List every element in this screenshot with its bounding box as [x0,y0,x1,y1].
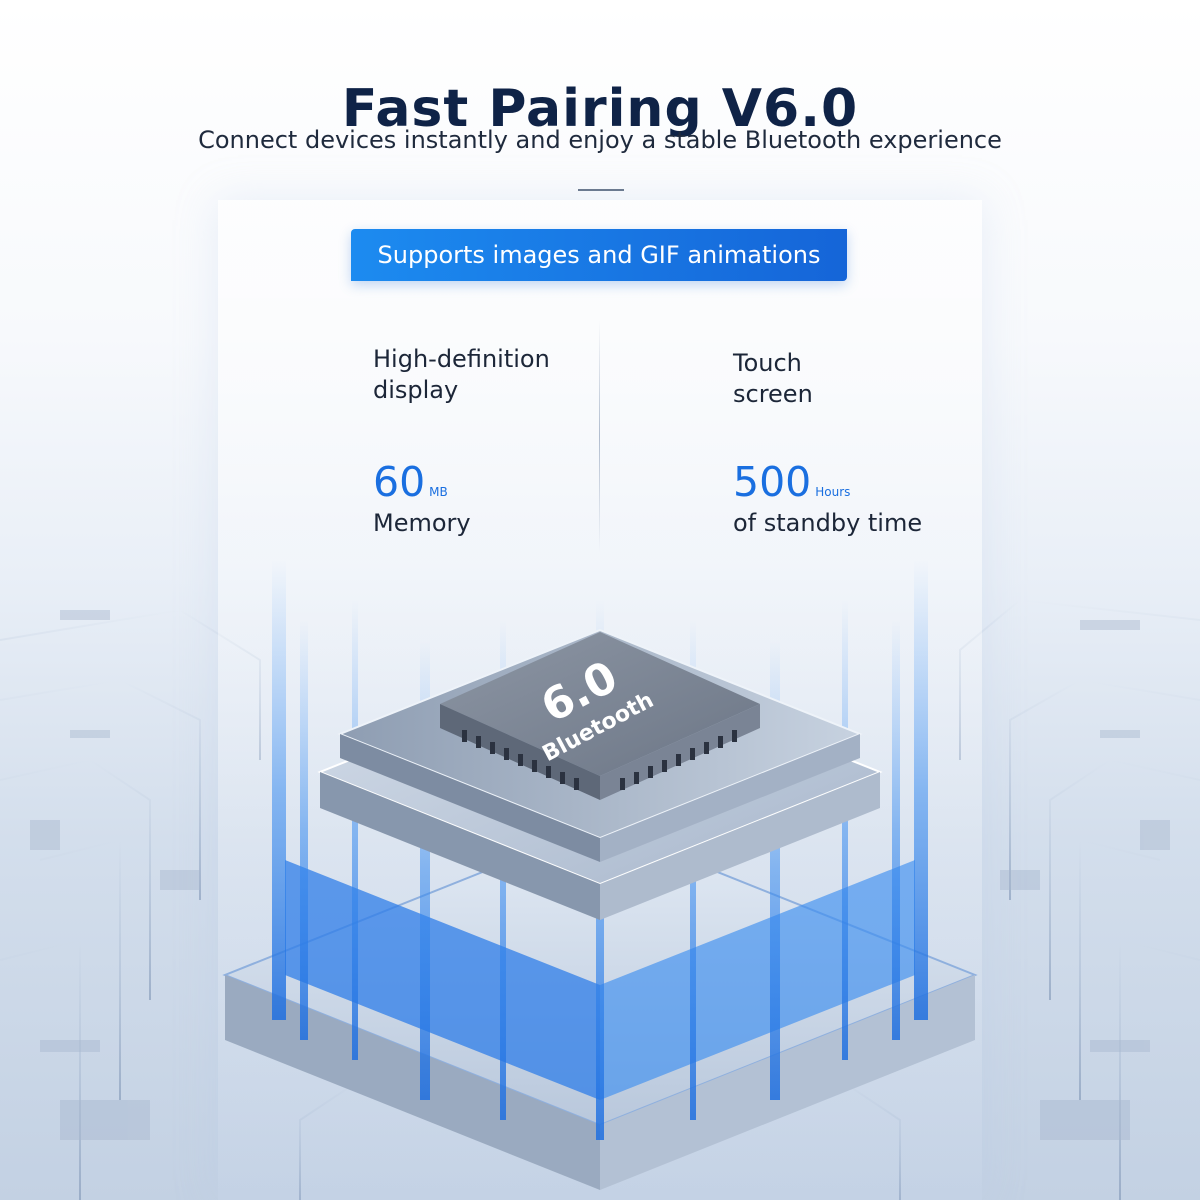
feature-hd-display-line2: display [373,376,459,404]
glow-block-right [600,860,915,1100]
feature-badge: Supports images and GIF animations [351,229,847,281]
chip-die-right [600,704,760,800]
chip-plate-right [600,772,880,920]
glow-block-left [285,860,600,1100]
base-slab-right [600,975,975,1190]
feature-touch-screen-line2: screen [733,380,813,408]
feature-touch-screen: Touch screen [733,348,933,410]
stat-standby-value: 500 [733,458,812,506]
feature-hd-display: High-definition display [373,344,593,406]
feature-touch-screen-line1: Touch [733,349,802,377]
title-divider [578,189,624,191]
page-title: Fast Pairing V6.0 [341,78,859,139]
feature-column-divider [599,320,600,552]
stat-memory-value: 60 [373,458,426,506]
stat-standby-label: of standby time [733,509,923,537]
chip-carrier-left [340,734,600,862]
stat-memory-label: Memory [373,509,471,537]
stat-memory-unit: MB [429,485,448,499]
stat-standby-unit: Hours [815,485,851,499]
chip-carrier-right [600,734,860,862]
page-subtitle: Connect devices instantly and enjoy a st… [198,126,1002,154]
chip-pins [462,730,737,790]
chip-plate-left [320,772,600,920]
base-slab-left [225,975,600,1190]
feature-hd-display-line1: High-definition [373,345,550,373]
